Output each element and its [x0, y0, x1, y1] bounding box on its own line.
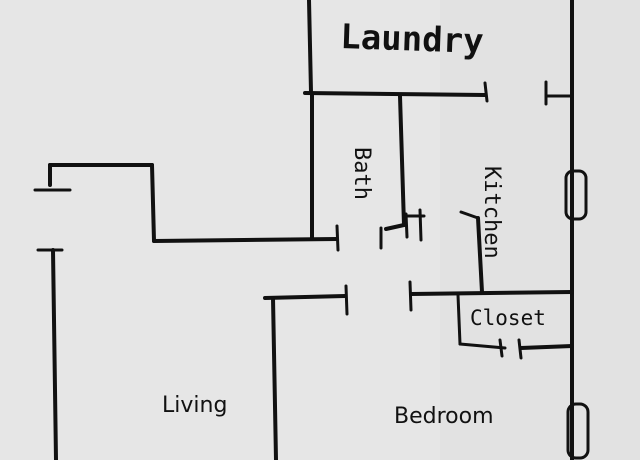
room-label-bath: Bath [349, 147, 374, 200]
living-walls [33, 163, 349, 460]
right-wall-openings [564, 169, 590, 460]
room-label-closet: Closet [470, 306, 546, 330]
paper-shade [440, 0, 640, 460]
bath-walls [310, 92, 426, 250]
room-label-kitchen: Kitchen [479, 166, 504, 259]
room-label-bedroom: Bedroom [394, 404, 494, 429]
window-lower [566, 402, 590, 460]
laundry-walls [303, 0, 574, 460]
room-label-laundry: Laundry [340, 17, 485, 62]
window-upper [564, 169, 588, 221]
room-label-living: Living [162, 393, 227, 418]
kitchen-closet-walls [408, 210, 574, 360]
